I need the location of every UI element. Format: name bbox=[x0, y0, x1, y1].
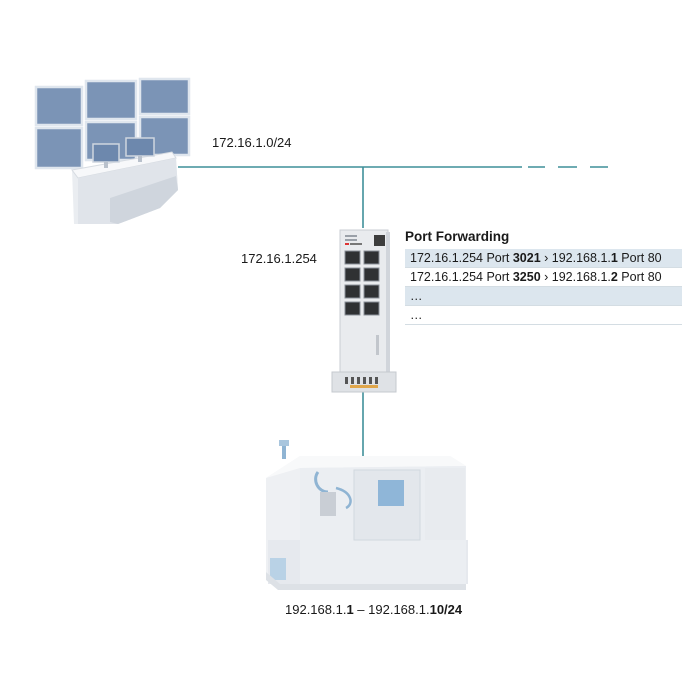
machine-range-end: 10/24 bbox=[429, 602, 463, 617]
pf-row: … bbox=[405, 306, 682, 325]
pf-host: 1 bbox=[610, 251, 618, 265]
port-forwarding-table: 172.16.1.254 Port 3021 › 192.168.1.1 Por… bbox=[405, 249, 682, 325]
network-lines bbox=[178, 166, 608, 463]
pf-row: … bbox=[405, 287, 682, 306]
pf-dst: Port 80 bbox=[617, 251, 662, 265]
pf-row: 172.16.1.254 Port 3250 › 192.168.1.2 Por… bbox=[405, 268, 682, 287]
control-subnet-label: 172.16.1.0/24 bbox=[212, 135, 292, 150]
pf-host: 2 bbox=[610, 270, 618, 284]
pf-port: 3021 bbox=[512, 251, 541, 265]
router-device-icon bbox=[331, 229, 397, 393]
pf-arrow: › 192.168.1. bbox=[540, 251, 611, 265]
cnc-machine-icon bbox=[266, 440, 468, 590]
machine-range-sep: – 192.168.1. bbox=[353, 602, 430, 617]
pf-src: 172.16.1.254 Port bbox=[410, 251, 513, 265]
control-room-icon bbox=[34, 77, 191, 224]
router-ip-label: 172.16.1.254 bbox=[241, 251, 317, 266]
machine-range-prefix: 192.168.1. bbox=[285, 602, 347, 617]
pf-row: 172.16.1.254 Port 3021 › 192.168.1.1 Por… bbox=[405, 249, 682, 268]
machine-range-label: 192.168.1.1 – 192.168.1.10/24 bbox=[285, 602, 462, 617]
pf-dst: Port 80 bbox=[617, 270, 662, 284]
pf-arrow: › 192.168.1. bbox=[540, 270, 611, 284]
machine-range-start: 1 bbox=[346, 602, 354, 617]
pf-port: 3250 bbox=[512, 270, 541, 284]
port-forwarding-title: Port Forwarding bbox=[405, 229, 510, 244]
pf-src: 172.16.1.254 Port bbox=[410, 270, 513, 284]
